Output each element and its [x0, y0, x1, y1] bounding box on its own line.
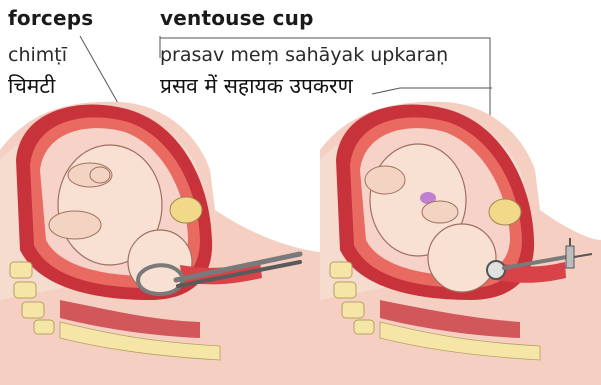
- forceps-scene: [0, 102, 320, 385]
- right-baby-head: [428, 224, 496, 292]
- right-baby-arm: [365, 166, 405, 194]
- left-bladder: [170, 197, 202, 223]
- left-baby-leg: [49, 211, 101, 239]
- ventouse-hindi-leader: [372, 88, 492, 94]
- left-baby-foot: [90, 167, 110, 183]
- ventouse-scene: [320, 102, 601, 385]
- right-baby-leg: [422, 201, 458, 223]
- right-bladder: [489, 199, 521, 225]
